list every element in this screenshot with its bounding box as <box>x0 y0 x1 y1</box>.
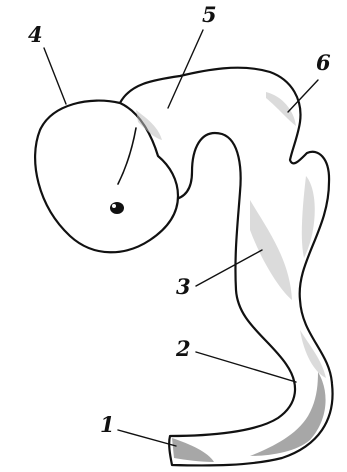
eye-dot <box>110 202 124 214</box>
leader-1 <box>118 430 176 446</box>
label-6: 6 <box>316 50 331 75</box>
label-5: 5 <box>202 2 217 27</box>
label-2: 2 <box>175 336 191 361</box>
label-1: 1 <box>100 412 115 437</box>
label-4: 4 <box>28 22 43 47</box>
leader-4 <box>44 48 66 104</box>
eye-highlight <box>112 204 116 208</box>
label-3: 3 <box>176 274 191 299</box>
